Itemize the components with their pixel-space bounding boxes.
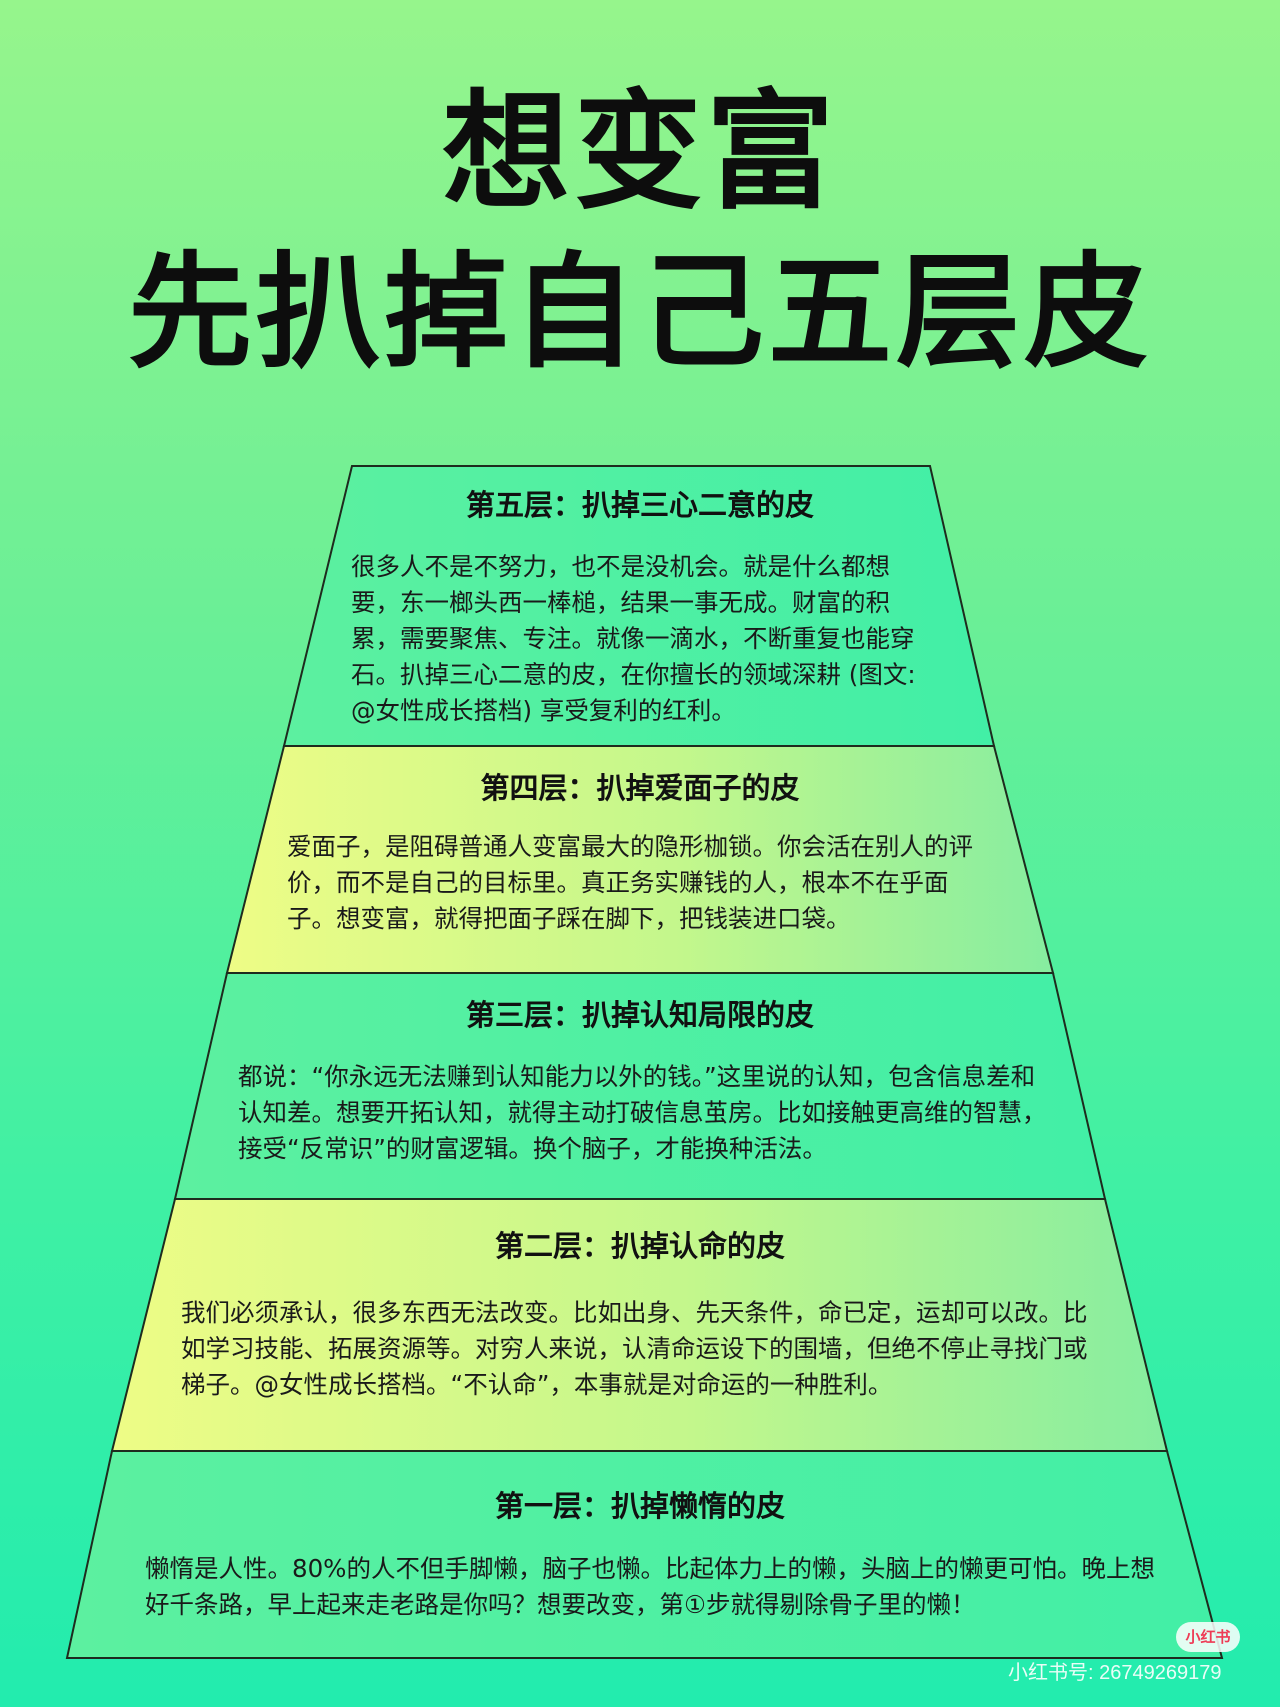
layer-1-heading: 第一层：扒掉懒惰的皮 <box>494 1489 785 1523</box>
layer-5-body: 很多人不是不努力，也不是没机会。就是什么都想要，东一榔头西一棒槌，结果一事无成。… <box>351 552 916 725</box>
page-title-line1: 想变富 <box>441 78 838 227</box>
layer-2-body: 我们必须承认，很多东西无法改变。比如出身、先天条件，命已定，运却可以改。比如学习… <box>181 1298 1088 1399</box>
layer-1-shape <box>65 1450 1224 1659</box>
layer-4-heading: 第四层：扒掉爱面子的皮 <box>480 771 800 805</box>
layer-1-body: 懒惰是人性。80%的人不但手脚懒，脑子也懒。比起体力上的懒，头脑上的懒更可怕。晚… <box>145 1554 1155 1619</box>
watermark-id: 小红书号: 26749269179 <box>1008 1662 1222 1684</box>
page-title-line2: 先扒掉自己五层皮 <box>127 241 1152 385</box>
layer-2-heading: 第二层：扒掉认命的皮 <box>494 1229 785 1263</box>
xiaohongshu-logo: 小红书 <box>1176 1622 1240 1652</box>
layer-5-heading: 第五层：扒掉三心二意的皮 <box>465 488 814 522</box>
layer-4-body: 爱面子，是阻碍普通人变富最大的隐形枷锁。你会活在别人的评价，而不是自己的目标里。… <box>287 832 973 933</box>
layer-3-heading: 第三层：扒掉认知局限的皮 <box>465 998 814 1032</box>
layer-3-body: 都说：“你永远无法赚到认知能力以外的钱。”这里说的认知，包含信息差和认知差。想要… <box>238 1062 1047 1163</box>
